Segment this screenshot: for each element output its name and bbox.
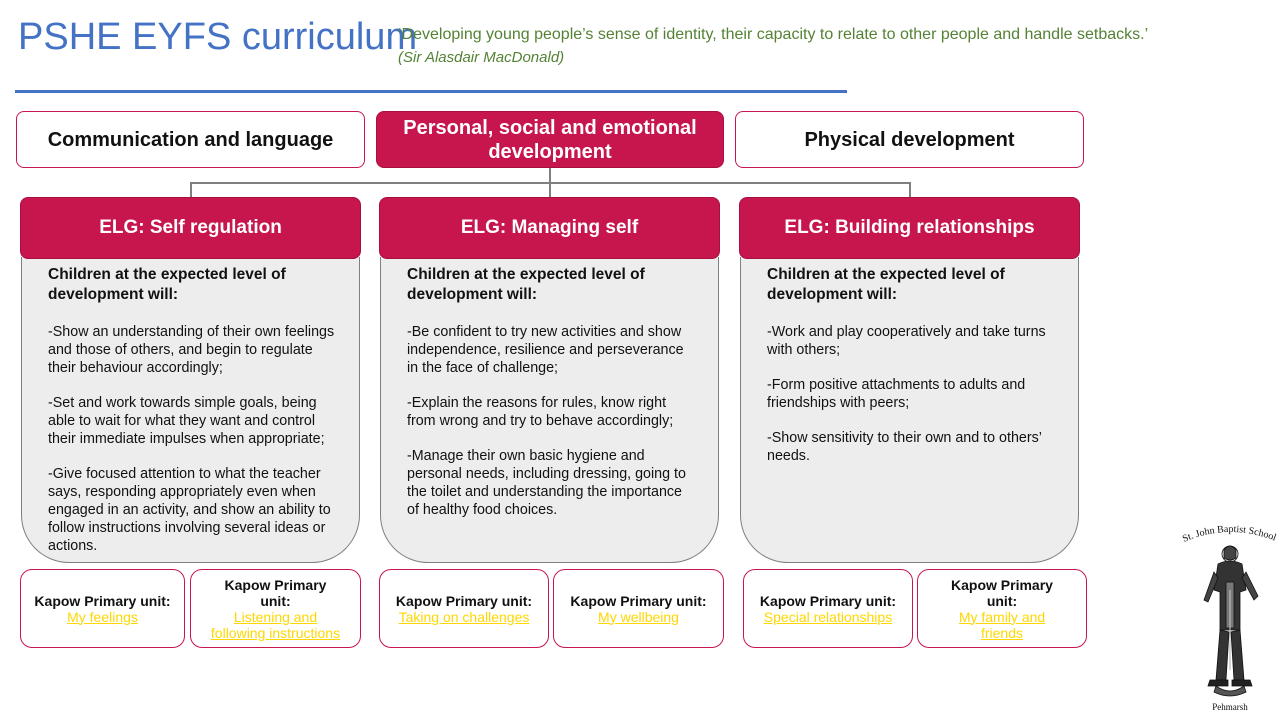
- elg-title: ELG: Managing self: [460, 217, 639, 238]
- unit-link[interactable]: Taking on challenges: [398, 608, 530, 625]
- unit-link[interactable]: Special relationships: [763, 608, 893, 625]
- elg-self-regulation-header: ELG: Self regulation: [20, 197, 361, 259]
- unit-label: Kapow Primary unit:: [224, 576, 327, 609]
- unit-label: Kapow Primary unit:: [951, 576, 1053, 609]
- elg-self-regulation-body: Children at the expected level of develo…: [21, 257, 360, 563]
- unit-my-feelings: Kapow Primary unit: My feelings: [20, 569, 185, 648]
- unit-label: Kapow Primary unit:: [34, 592, 171, 609]
- crest-top-text: St. John Baptist School: [1181, 524, 1278, 545]
- unit-label: Kapow Primary unit:: [395, 592, 533, 609]
- elg-intro: Children at the expected level of develo…: [767, 266, 1005, 303]
- elg-point: -Explain the reasons for rules, know rig…: [407, 395, 674, 429]
- unit-my-wellbeing: Kapow Primary unit: My wellbeing: [553, 569, 724, 648]
- elg-intro: Children at the expected level of develo…: [48, 266, 286, 303]
- connector-vertical-center: [549, 168, 551, 183]
- crest-bottom-text: Pehmarsh: [1212, 702, 1248, 712]
- area-pse-label: Personal, social and emotional developme…: [403, 116, 697, 163]
- elg-title: ELG: Building relationships: [784, 217, 1035, 238]
- area-personal-social-emotional: Personal, social and emotional developme…: [376, 111, 724, 168]
- unit-listening-following-instructions: Kapow Primary unit: Listening and follow…: [190, 569, 361, 648]
- quote-text: ‘Developing young people’s sense of iden…: [398, 26, 1149, 43]
- elg-point: -Manage their own basic hygiene and pers…: [407, 448, 686, 518]
- school-crest-logo: St. John Baptist School Pehmarsh: [1181, 524, 1278, 712]
- connector-right-drop: [909, 182, 911, 198]
- unit-link[interactable]: My wellbeing: [598, 608, 679, 625]
- area-physical-development: Physical development: [735, 111, 1084, 168]
- unit-label: Kapow Primary unit:: [759, 592, 897, 609]
- elg-intro: Children at the expected level of develo…: [407, 266, 645, 303]
- elg-point: -Show sensitivity to their own and to ot…: [767, 430, 1042, 464]
- unit-link[interactable]: My family and friends: [958, 608, 1046, 641]
- page-title: PSHE EYFS curriculum: [18, 16, 418, 58]
- area-physical-label: Physical development: [804, 128, 1015, 151]
- elg-point: -Be confident to try new activities and …: [407, 324, 684, 376]
- area-communication-language: Communication and language: [16, 111, 365, 168]
- elg-point: -Work and play cooperatively and take tu…: [767, 324, 1046, 358]
- elg-building-relationships-body: Children at the expected level of develo…: [740, 257, 1079, 563]
- unit-link[interactable]: Listening and following instructions: [210, 608, 341, 641]
- unit-label: Kapow Primary unit:: [570, 592, 707, 609]
- unit-link[interactable]: My feelings: [67, 608, 138, 625]
- elg-point: -Set and work towards simple goals, bein…: [48, 395, 325, 447]
- quote-author: (Sir Alasdair MacDonald): [398, 49, 565, 66]
- unit-my-family-and-friends: Kapow Primary unit: My family and friend…: [917, 569, 1087, 648]
- elg-point: -Show an understanding of their own feel…: [48, 324, 335, 376]
- elg-managing-self-header: ELG: Managing self: [379, 197, 720, 259]
- elg-point: -Form positive attachments to adults and…: [767, 377, 1026, 411]
- elg-point: -Give focused attention to what the teac…: [48, 466, 331, 554]
- unit-taking-on-challenges: Kapow Primary unit: Taking on challenges: [379, 569, 549, 648]
- title-underline: [15, 90, 847, 93]
- connector-left-drop: [190, 182, 192, 198]
- unit-special-relationships: Kapow Primary unit: Special relationship…: [743, 569, 913, 648]
- area-communication-label: Communication and language: [47, 128, 334, 151]
- connector-center-drop: [549, 182, 551, 198]
- elg-title: ELG: Self regulation: [99, 217, 282, 238]
- elg-managing-self-body: Children at the expected level of develo…: [380, 257, 719, 563]
- elg-building-relationships-header: ELG: Building relationships: [739, 197, 1080, 259]
